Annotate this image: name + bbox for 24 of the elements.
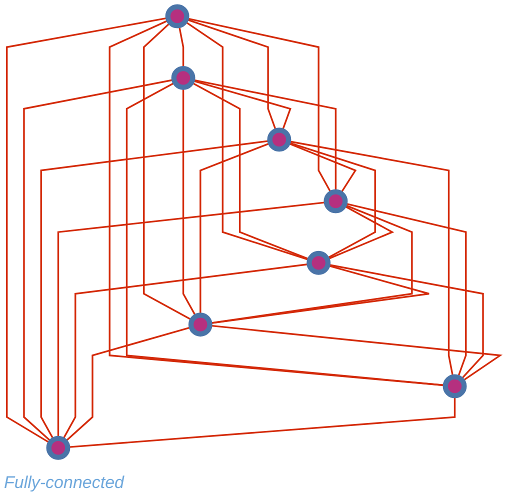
connector xyxy=(288,142,376,260)
connector xyxy=(326,205,394,260)
node-circle xyxy=(306,251,331,276)
node-circle xyxy=(46,436,70,460)
connector xyxy=(23,79,174,443)
connector xyxy=(186,18,277,132)
connector xyxy=(186,18,332,194)
caption: Fully-connected xyxy=(4,473,124,493)
node-circle xyxy=(442,374,467,399)
connector xyxy=(64,326,192,443)
connector xyxy=(62,264,310,440)
node-circle xyxy=(165,4,190,29)
connector xyxy=(184,21,310,262)
node-circle xyxy=(171,66,196,90)
node-circle xyxy=(188,313,212,337)
connector xyxy=(68,396,456,448)
connector xyxy=(178,26,184,69)
connector xyxy=(210,325,503,382)
connector xyxy=(6,18,168,444)
connector xyxy=(40,140,270,440)
connector xyxy=(191,82,310,261)
node-circle xyxy=(324,190,348,214)
node-circle xyxy=(267,128,292,152)
connector xyxy=(143,22,193,322)
